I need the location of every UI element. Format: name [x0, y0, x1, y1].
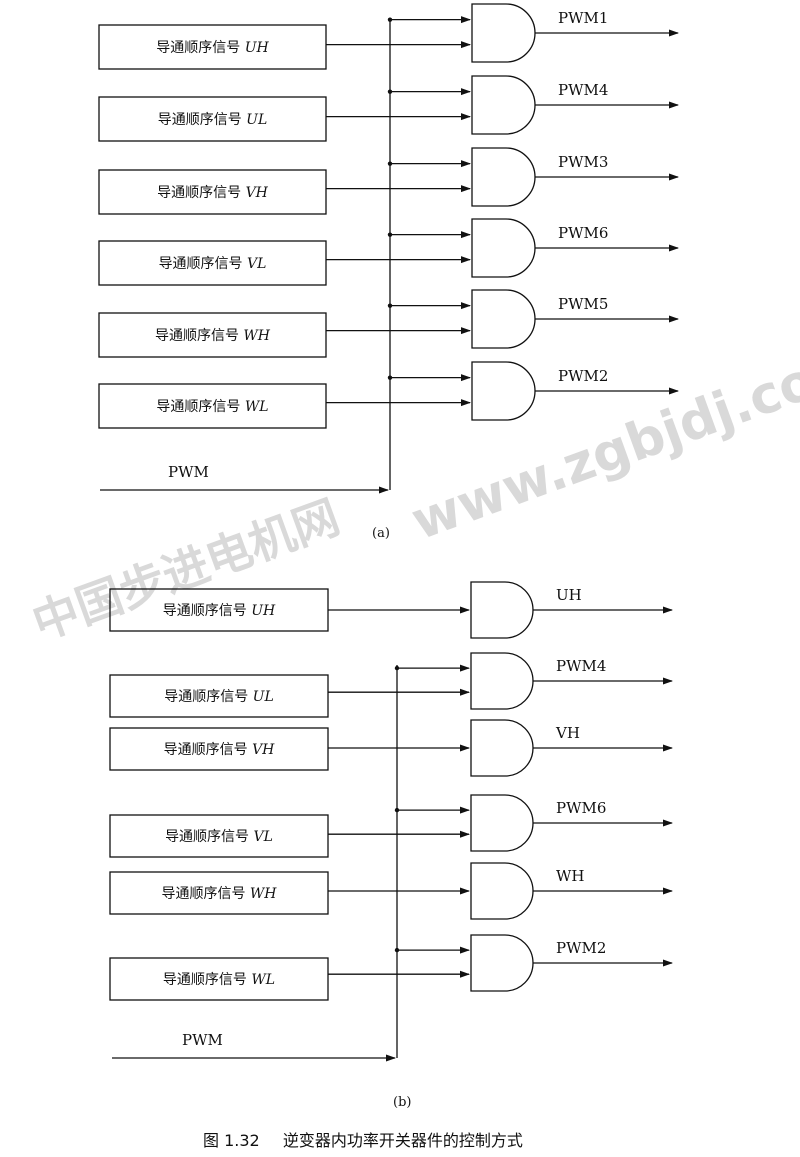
bus-junction-dot: [394, 665, 400, 671]
and-gate: [470, 652, 534, 710]
signal-label-prefix: 导通顺序信号: [156, 399, 244, 415]
signal-label-code: WL: [251, 972, 275, 988]
signal-label-code: UH: [245, 40, 270, 56]
and-gate: [470, 934, 534, 992]
signal-label-prefix: 导通顺序信号: [165, 829, 253, 845]
signal-label-prefix: 导通顺序信号: [164, 742, 252, 758]
signal-label-code: WH: [250, 886, 277, 902]
output-label: VH: [555, 724, 580, 742]
and-gate: [471, 147, 536, 207]
signal-label: 导通顺序信号 WL: [156, 399, 268, 415]
signal-label: 导通顺序信号 VH: [164, 742, 276, 758]
output-label: PWM3: [558, 153, 608, 171]
signal-label-prefix: 导通顺序信号: [164, 689, 252, 705]
signal-label-prefix: 导通顺序信号: [161, 886, 249, 902]
bus-junction-dot: [387, 161, 393, 166]
bus-junction-dot: [387, 232, 393, 237]
signal-box: [98, 240, 327, 286]
signal-label: 导通顺序信号 UL: [158, 112, 268, 128]
signal-box: [98, 24, 327, 70]
output-label: PWM1: [558, 9, 608, 27]
signal-label: 导通顺序信号 VH: [157, 185, 269, 201]
signal-box: [109, 957, 329, 1001]
pwm-input-label: PWM: [168, 463, 209, 481]
signal-label-code: UH: [251, 603, 276, 619]
output-label: PWM4: [558, 81, 608, 99]
output-label: PWM6: [556, 799, 606, 817]
and-gate: [471, 3, 536, 63]
diagram-a-label: (a): [372, 526, 390, 541]
signal-label-code: VH: [246, 185, 269, 201]
signal-label-code: WL: [245, 399, 269, 415]
output-label: PWM4: [556, 657, 606, 675]
output-label: PWM2: [558, 367, 608, 385]
bus-junction-dot: [394, 807, 400, 813]
signal-label: 导通顺序信号 VL: [159, 256, 267, 272]
signal-box: [98, 312, 327, 358]
output-label: PWM2: [556, 939, 606, 957]
and-gate: [470, 862, 534, 920]
figure-title: 逆变器内功率开关器件的控制方式: [283, 1131, 523, 1150]
and-gate: [471, 361, 536, 421]
signal-box: [109, 727, 329, 771]
signal-label: 导通顺序信号 UH: [156, 40, 269, 56]
signal-label-prefix: 导通顺序信号: [157, 185, 245, 201]
signal-box: [98, 383, 327, 429]
signal-label-code: UL: [246, 112, 267, 128]
signal-label: 导通顺序信号 WH: [155, 328, 271, 344]
signal-box: [109, 674, 329, 718]
pwm-input-label: PWM: [182, 1031, 223, 1049]
output-label: PWM6: [558, 224, 608, 242]
bus-junction-dot: [387, 303, 393, 308]
signal-label: 导通顺序信号 UL: [164, 689, 274, 705]
and-gate: [470, 794, 534, 852]
signal-label: 导通顺序信号 VL: [165, 829, 273, 845]
signal-box: [98, 169, 327, 215]
signal-label-prefix: 导通顺序信号: [155, 328, 243, 344]
diagram-b-label: (b): [393, 1095, 411, 1110]
watermark-cn: 中国步进电机网: [25, 489, 346, 650]
signal-label-code: VL: [254, 829, 273, 845]
signal-box: [109, 814, 329, 858]
signal-box: [98, 96, 327, 142]
bus-junction-dot: [394, 947, 400, 953]
signal-label-prefix: 导通顺序信号: [159, 256, 247, 272]
signal-label-code: UL: [253, 689, 274, 705]
signal-label: 导通顺序信号 WL: [163, 972, 275, 988]
signal-label-code: VH: [252, 742, 275, 758]
signal-label: 导通顺序信号 WH: [161, 886, 277, 902]
watermark-url: www.zgbjdj.com: [404, 332, 800, 552]
signal-label-prefix: 导通顺序信号: [156, 40, 244, 56]
output-label: PWM5: [558, 295, 608, 313]
output-label: WH: [556, 867, 585, 885]
figure-number: 图 1.32: [203, 1131, 260, 1150]
and-gate: [471, 218, 536, 278]
signal-label-prefix: 导通顺序信号: [163, 972, 251, 988]
and-gate: [470, 581, 534, 639]
signal-label-prefix: 导通顺序信号: [158, 112, 246, 128]
signal-label-prefix: 导通顺序信号: [163, 603, 251, 619]
bus-junction-dot: [387, 17, 393, 22]
and-gate: [470, 719, 534, 777]
signal-label: 导通顺序信号 UH: [163, 603, 276, 619]
and-gate: [471, 289, 536, 349]
output-label: UH: [556, 586, 582, 604]
figure-caption: 图 1.32 逆变器内功率开关器件的控制方式: [203, 1131, 523, 1150]
bus-junction-dot: [387, 375, 393, 380]
signal-label-code: WH: [243, 328, 270, 344]
signal-label-code: VL: [247, 256, 266, 272]
diagram-a: PWM 导通顺序信号 UH PWM1 导通顺序信号 UL PWM4 导通顺序信号 VH PW…: [98, 3, 679, 494]
and-gate: [471, 75, 536, 135]
bus-junction-dot: [387, 89, 393, 94]
signal-box: [109, 871, 329, 915]
